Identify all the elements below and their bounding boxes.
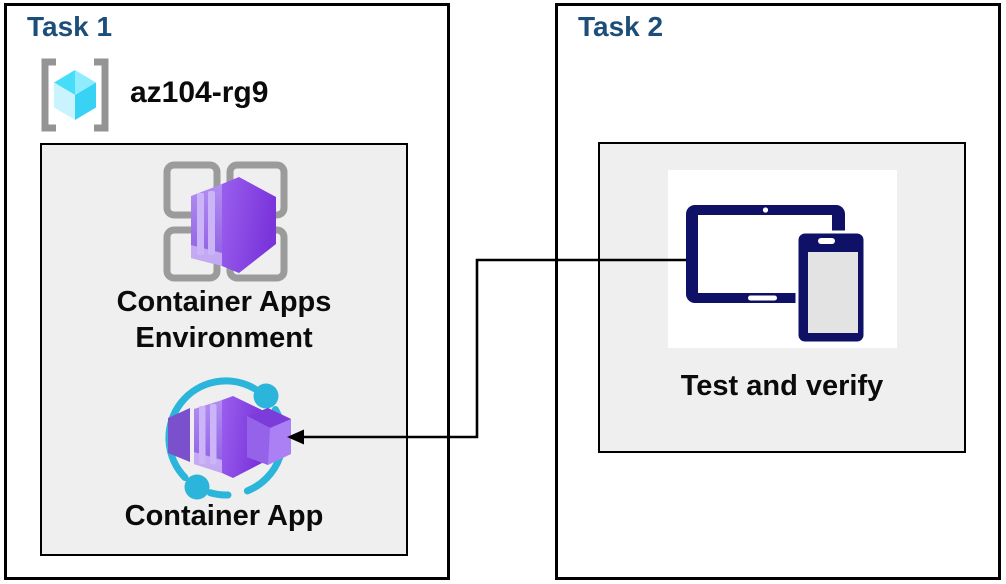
container-app-icon bbox=[165, 377, 291, 500]
tablet-phone-devices-icon bbox=[686, 205, 867, 345]
task1-title: Task 1 bbox=[27, 11, 113, 42]
resource-group-icon bbox=[41, 58, 109, 132]
container-apps-environment-icon bbox=[163, 161, 288, 282]
container-app-label: Container App bbox=[124, 500, 324, 532]
devices-icon-card bbox=[668, 170, 897, 348]
task2-title: Task 2 bbox=[578, 11, 664, 42]
test-and-verify-label: Test and verify bbox=[680, 370, 884, 402]
resource-group-name: az104-rg9 bbox=[130, 76, 269, 109]
environment-label: Container Apps Environment bbox=[116, 286, 332, 354]
